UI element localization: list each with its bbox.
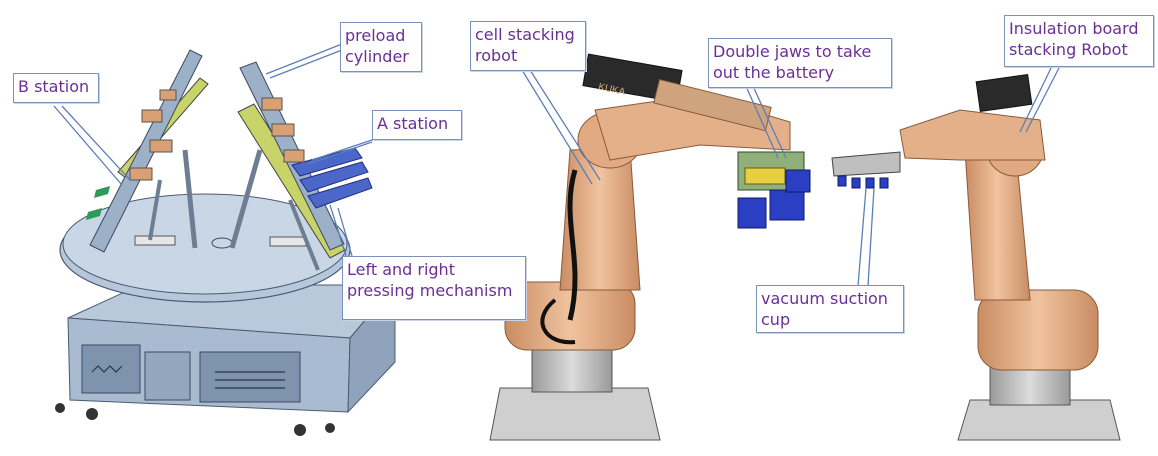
- label-a-station: A station: [372, 110, 462, 140]
- double-jaw-gripper: [737, 151, 811, 229]
- leader-lines: [53, 43, 1061, 287]
- label-vacuum-suction-cup: vacuum suction cup: [756, 285, 904, 333]
- label-cell-stacking-robot: cell stacking robot: [470, 21, 586, 71]
- label-double-jaws: Double jaws to take out the battery: [708, 38, 892, 88]
- stacking-station: [55, 49, 397, 436]
- vacuum-suction-cup-tool: [831, 151, 901, 189]
- label-insulation-board-robot: Insulation board stacking Robot: [1004, 15, 1154, 67]
- label-pressing-mechanism: Left and right pressing mechanism: [342, 256, 526, 320]
- cell-stacking-robot: KUKA: [489, 53, 811, 441]
- insulation-board-robot: [831, 73, 1121, 441]
- label-preload-cylinder: preload cylinder: [340, 22, 422, 72]
- label-b-station: B station: [13, 73, 99, 103]
- caster-wheel: [55, 403, 335, 436]
